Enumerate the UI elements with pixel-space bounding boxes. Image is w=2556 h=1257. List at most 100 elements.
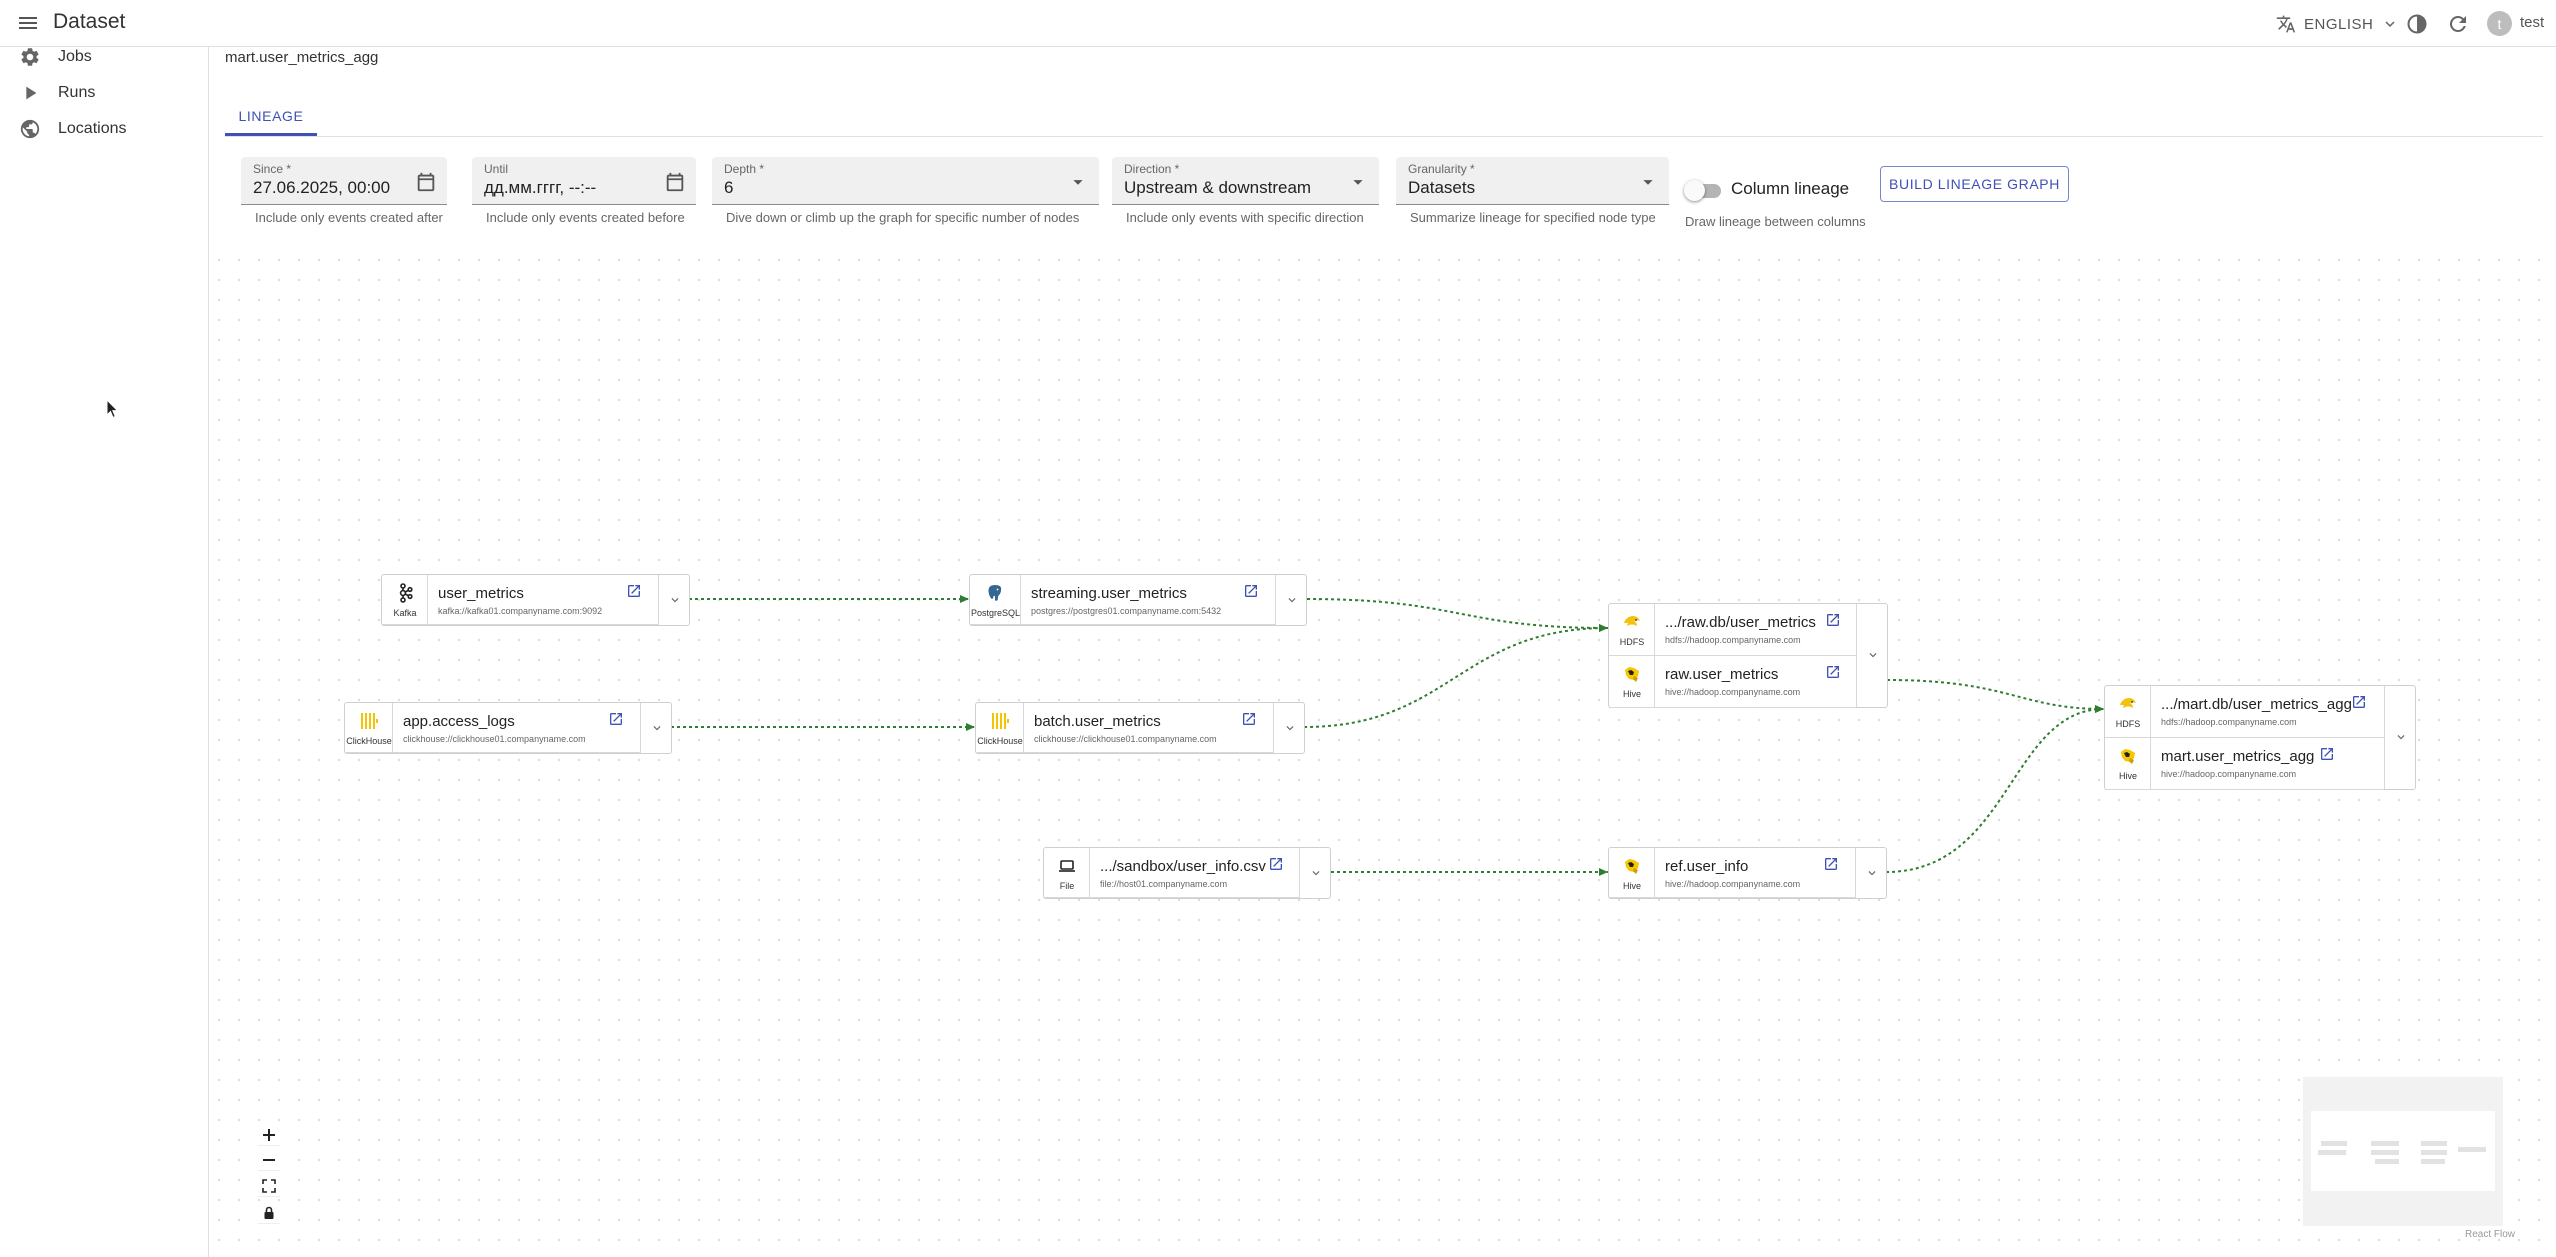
theme-toggle-icon[interactable] [2405,12,2429,36]
chevron-down-icon [1288,598,1296,603]
node-location: clickhouse://clickhouse01.companyname.co… [1034,734,1217,744]
expand-node-button[interactable] [1856,604,1888,707]
lineage-node[interactable]: PostgreSQL streaming.user_metrics postgr… [969,574,1307,626]
chevron-down-icon [2385,21,2395,27]
lineage-node-group[interactable]: HDFS .../raw.db/user_metrics hdfs://hado… [1608,603,1888,708]
node-type-cell: ClickHouse [976,703,1024,753]
node-dataset-name[interactable]: raw.user_metrics [1665,666,1779,683]
node-row: HDFS .../mart.db/user_metrics_agg hdfs:/… [2105,686,2384,738]
node-row: PostgreSQL streaming.user_metrics postgr… [970,575,1275,625]
open-in-new-icon[interactable] [1825,664,1841,680]
react-flow-attribution[interactable]: React Flow [2465,1229,2516,1240]
expand-node-button[interactable] [1275,575,1307,625]
open-in-new-icon[interactable] [1268,856,1284,872]
direction-select[interactable]: Direction * Upstream & downstream [1112,157,1379,205]
column-lineage-toggle[interactable] [1684,180,1722,201]
refresh-icon[interactable] [2446,12,2470,36]
open-in-new-icon[interactable] [608,711,624,727]
minimap-node [2371,1141,2399,1146]
node-row: ClickHouse batch.user_metrics clickhouse… [976,703,1273,753]
node-dataset-name[interactable]: ref.user_info [1665,858,1749,875]
node-dataset-name[interactable]: .../raw.db/user_metrics [1665,614,1816,631]
node-dataset-name[interactable]: user_metrics [438,585,524,602]
expand-node-button[interactable] [1299,848,1331,898]
fit-view-button[interactable] [258,1175,280,1197]
calendar-icon[interactable] [664,171,686,193]
node-type-cell: Hive [1609,848,1655,898]
minimap-node [2375,1159,2399,1164]
node-type-cell: HDFS [1609,604,1655,656]
since-value: 27.06.2025, 00:00 [253,178,391,197]
play-icon [18,81,42,105]
user-name[interactable]: test [2520,14,2545,31]
depth-select[interactable]: Depth * 6 [712,157,1099,205]
zoom-in-button[interactable] [258,1124,280,1146]
chevron-down-icon [671,598,679,603]
lineage-node-group[interactable]: HDFS .../mart.db/user_metrics_agg hdfs:/… [2104,685,2416,790]
zoom-out-button[interactable] [258,1149,280,1171]
expand-node-button[interactable] [640,703,672,753]
translate-icon [2276,15,2296,33]
lineage-node[interactable]: ClickHouse batch.user_metrics clickhouse… [975,702,1305,754]
node-row: ClickHouse app.access_logs clickhouse://… [345,703,640,753]
toggle-thumb [1684,180,1705,201]
node-type-label: Kafka [393,608,417,618]
node-row: Hive ref.user_info hive://hadoop.company… [1609,848,1855,898]
open-in-new-icon[interactable] [1823,856,1839,872]
chevron-down-icon [1868,871,1876,876]
chevron-down-icon [653,726,661,731]
column-lineage-helper: Draw lineage between columns [1685,214,1866,229]
node-dataset-name[interactable]: batch.user_metrics [1034,713,1161,730]
expand-node-button[interactable] [1855,848,1887,898]
tab-indicator [225,133,317,136]
node-type-cell: Hive [1609,656,1655,708]
node-row: Hive mart.user_metrics_agg hive://hadoop… [2105,738,2384,790]
dropdown-arrow-icon [1353,180,1363,185]
open-in-new-icon[interactable] [2319,746,2335,762]
lineage-node[interactable]: Kafka user_metrics kafka://kafka01.compa… [381,574,690,626]
open-in-new-icon[interactable] [626,583,642,599]
avatar[interactable]: t [2487,11,2512,36]
language-label: ENGLISH [2304,15,2374,33]
node-dataset-name[interactable]: mart.user_metrics_agg [2161,748,2315,765]
open-in-new-icon[interactable] [1241,711,1257,727]
node-type-cell: Hive [2105,738,2151,790]
language-selector[interactable]: ENGLISH [2276,12,2399,36]
node-type-label: PostgreSQL [970,608,1021,618]
column-lineage-label: Column lineage [1731,179,1850,198]
build-lineage-graph-button[interactable]: BUILD LINEAGE GRAPH [1880,166,2069,202]
sidebar-item-jobs[interactable]: Jobs [0,40,208,74]
node-row: HDFS .../raw.db/user_metrics hdfs://hado… [1609,604,1856,656]
hive-icon [2121,749,2135,764]
calendar-icon[interactable] [415,171,437,193]
granularity-label: Granularity * [1408,162,1475,176]
expand-node-button[interactable] [2384,686,2416,789]
menu-icon[interactable] [14,11,42,35]
since-field[interactable]: Since * 27.06.2025, 00:00 [241,157,447,205]
lineage-node[interactable]: Hive ref.user_info hive://hadoop.company… [1608,847,1887,899]
sidebar-item-locations[interactable]: Locations [0,112,208,146]
node-dataset-name[interactable]: app.access_logs [403,713,515,730]
node-dataset-name[interactable]: streaming.user_metrics [1031,585,1187,602]
until-field[interactable]: Until дд.мм.гггг, --:-- [472,157,696,205]
expand-node-button[interactable] [1273,703,1305,753]
node-location: hive://hadoop.companyname.com [2161,769,2297,779]
kafka-icon [399,583,413,603]
node-row: Kafka user_metrics kafka://kafka01.compa… [382,575,658,625]
minimap[interactable] [2303,1077,2503,1226]
granularity-select[interactable]: Granularity * Datasets [1396,157,1669,205]
open-in-new-icon[interactable] [1825,612,1841,628]
open-in-new-icon[interactable] [2351,694,2367,710]
expand-node-button[interactable] [658,575,690,625]
hdfs-icon [2120,698,2136,708]
chevron-down-icon [1312,871,1320,876]
sidebar-item-runs[interactable]: Runs [0,76,208,110]
open-in-new-icon[interactable] [1243,583,1259,599]
tab-lineage[interactable]: LINEAGE [238,108,304,124]
lock-button[interactable] [258,1202,280,1224]
direction-label: Direction * [1124,162,1180,176]
lineage-node[interactable]: File .../sandbox/user_info.csv file://ho… [1043,847,1331,899]
node-dataset-name[interactable]: .../sandbox/user_info.csv [1100,858,1266,875]
node-dataset-name[interactable]: .../mart.db/user_metrics_agg [2161,696,2352,713]
lineage-node[interactable]: ClickHouse app.access_logs clickhouse://… [344,702,672,754]
